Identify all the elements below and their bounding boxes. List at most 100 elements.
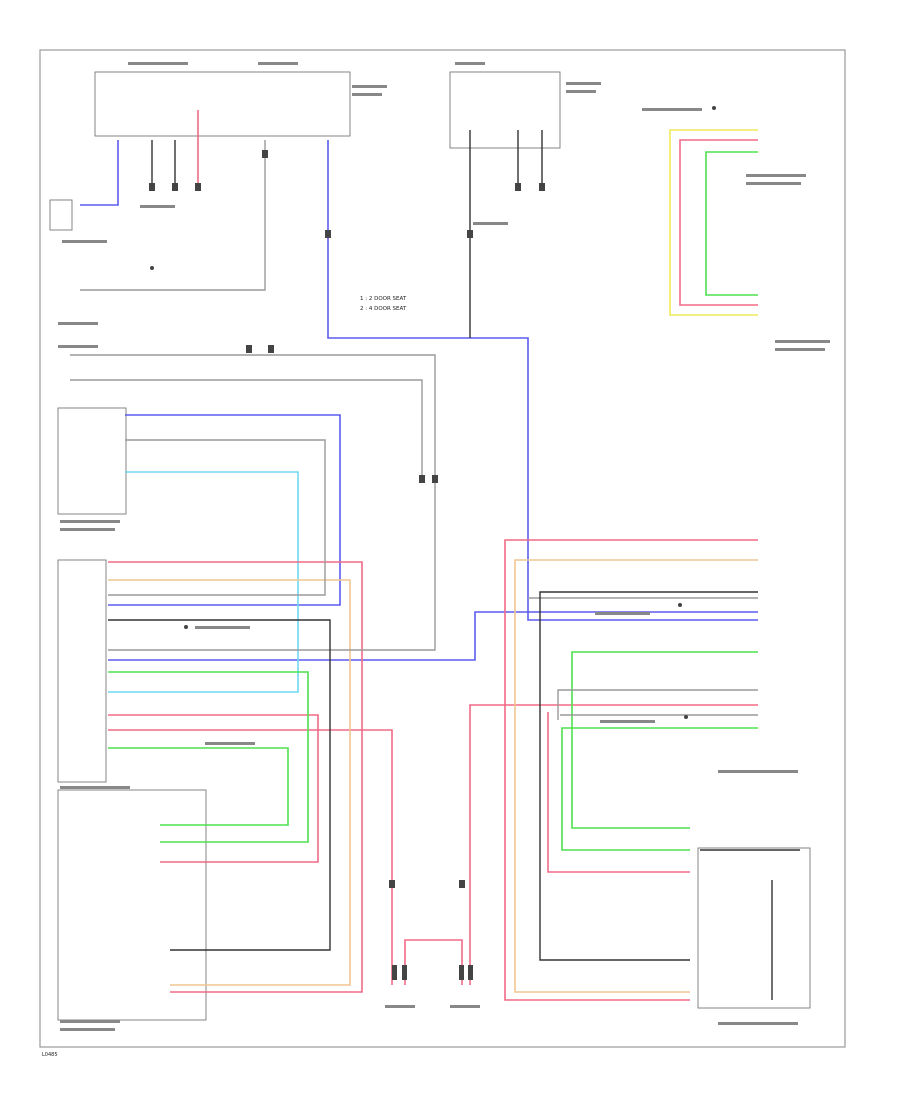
connector-4 xyxy=(515,183,521,191)
wire-green-right-1 xyxy=(571,651,758,829)
tiny-label-10 xyxy=(746,182,801,185)
wires-yellow xyxy=(669,129,758,316)
legend-line-1: 1 : 2 DOOR SEAT xyxy=(360,296,407,302)
wire-orange-left xyxy=(108,579,351,986)
tiny-label-17 xyxy=(60,786,130,789)
tiny-label-13 xyxy=(58,345,98,348)
connector-17 xyxy=(246,345,252,353)
connector-5 xyxy=(539,183,545,191)
wire-gray-left-ground xyxy=(70,354,436,651)
footer-code: L0485 xyxy=(42,1052,58,1058)
tiny-label-12 xyxy=(775,348,825,351)
wire-red-right-lower xyxy=(547,712,690,873)
left-top-small-box xyxy=(49,199,73,231)
wires-orange xyxy=(108,559,758,993)
wires-light-blue xyxy=(108,471,299,693)
left-power-seat-module-box xyxy=(57,559,107,783)
tiny-label-1 xyxy=(128,62,188,65)
tiny-label-8 xyxy=(642,108,702,111)
splice-1 xyxy=(150,266,154,270)
tiny-label-30 xyxy=(140,205,175,208)
connector-15 xyxy=(459,965,464,980)
wires-blue xyxy=(80,140,758,661)
tiny-label-5 xyxy=(566,90,596,93)
wire-gray-switch xyxy=(108,439,326,596)
splice-2 xyxy=(184,625,188,629)
diagram-frame xyxy=(39,49,846,1048)
tiny-label-7 xyxy=(352,93,382,96)
tiny-label-19 xyxy=(60,1028,115,1031)
connector-14 xyxy=(402,965,407,980)
wires-black xyxy=(108,130,800,1000)
wire-lightblue-switch xyxy=(108,471,299,693)
tiny-label-22 xyxy=(385,1005,415,1008)
tiny-label-3 xyxy=(455,62,485,65)
top-left-relay-box xyxy=(94,71,351,137)
wire-blue-ring xyxy=(327,140,758,621)
connector-12 xyxy=(459,880,465,888)
connector-marks xyxy=(149,106,716,980)
connector-11 xyxy=(389,880,395,888)
wire-red-right-legend-top xyxy=(679,139,758,306)
component-boxes xyxy=(49,71,811,1021)
wire-green-left-2 xyxy=(108,747,289,826)
tiny-label-28 xyxy=(62,240,107,243)
connector-16 xyxy=(468,965,473,980)
wire-gray-right-2 xyxy=(557,689,758,720)
tiny-label-16 xyxy=(60,528,115,531)
tiny-label-2 xyxy=(258,62,298,65)
wire-red-right-top xyxy=(504,539,758,1001)
wire-orange-right xyxy=(514,559,758,993)
wire-red-left-lower xyxy=(108,729,393,985)
connector-2 xyxy=(172,183,178,191)
wire-blue-left-seat xyxy=(108,414,341,606)
connector-1 xyxy=(149,183,155,191)
tiny-label-25 xyxy=(600,720,655,723)
wire-black-left-return xyxy=(108,619,331,951)
wire-blue-top xyxy=(80,140,119,206)
connector-10 xyxy=(432,475,438,483)
tiny-label-15 xyxy=(60,520,120,523)
wire-green-left-1 xyxy=(108,671,309,843)
wire-green-right-2 xyxy=(561,727,758,851)
wire-black-right-return xyxy=(539,591,758,961)
tiny-label-26 xyxy=(195,626,250,629)
tiny-label-14 xyxy=(58,322,98,325)
left-seat-motor-box xyxy=(57,789,207,1021)
tiny-label-4 xyxy=(566,82,601,85)
tiny-label-18 xyxy=(60,1020,120,1023)
wire-red-connector-bridge xyxy=(404,939,463,985)
legend-line-2: 2 : 4 DOOR SEAT xyxy=(360,306,407,312)
connector-6 xyxy=(262,150,268,158)
connector-8 xyxy=(467,230,473,238)
connector-18 xyxy=(268,345,274,353)
wire-red-right-mid xyxy=(469,704,758,985)
splice-3 xyxy=(678,603,682,607)
top-center-relay-box xyxy=(449,71,561,149)
connector-3 xyxy=(195,183,201,191)
wires-gray xyxy=(70,140,758,720)
tiny-label-23 xyxy=(450,1005,480,1008)
wire-gray-top-relay xyxy=(80,140,266,291)
wire-red-left-main xyxy=(108,561,363,993)
wires-red xyxy=(108,110,758,1001)
wires-green xyxy=(108,151,758,851)
tiny-label-6 xyxy=(352,85,387,88)
connector-9 xyxy=(419,475,425,483)
wire-red-left-mid xyxy=(108,714,319,863)
tiny-label-20 xyxy=(718,770,798,773)
right-seat-motor-box xyxy=(697,847,811,1009)
splice-5 xyxy=(712,106,716,110)
wire-gray-left-ground-2 xyxy=(70,379,423,480)
tiny-label-24 xyxy=(595,612,650,615)
tiny-label-11 xyxy=(775,340,830,343)
tiny-label-27 xyxy=(205,742,255,745)
tiny-label-21 xyxy=(718,1022,798,1025)
connector-13 xyxy=(392,965,397,980)
left-seat-switch-box xyxy=(57,407,127,515)
tiny-label-29 xyxy=(473,222,508,225)
tiny-labels xyxy=(58,62,830,1031)
connector-7 xyxy=(325,230,331,238)
tiny-label-9 xyxy=(746,174,806,177)
